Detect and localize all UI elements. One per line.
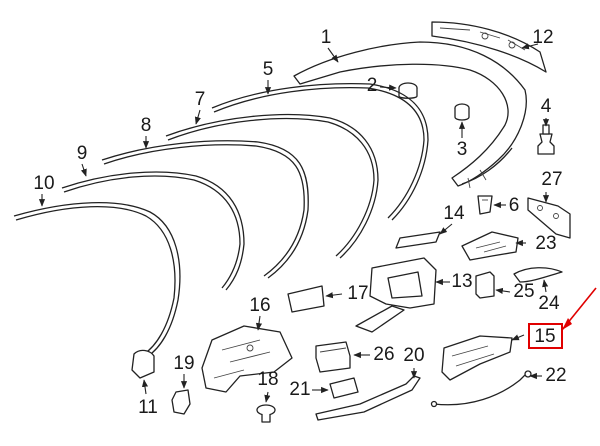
callout-26: 26 [373,344,394,365]
callout-23: 23 [535,233,556,254]
highlight-pointer [561,287,597,331]
part-17-cover [287,285,325,313]
callout-3: 3 [457,139,468,160]
seal-5 [211,83,429,221]
callout-6: 6 [509,195,520,216]
part-2-bumper [398,82,418,99]
part-19-latch [171,389,191,415]
callout-25: 25 [513,281,534,302]
callout-11: 11 [138,397,158,418]
part-1-roof-panel [293,41,527,189]
callout-8: 8 [141,115,152,136]
callout-2: 2 [367,75,378,96]
seal-8 [101,140,309,279]
callout-15-highlight-box [528,323,563,349]
callout-labels: 1 2 3 4 5 6 7 8 9 10 11 12 13 14 15 16 1… [33,27,566,418]
callout-7: 7 [195,89,206,110]
part-24-trim [513,267,563,283]
part-15-cover [441,335,513,381]
callout-17: 17 [347,283,368,304]
seal-7 [165,113,379,259]
part-27-bracket [527,197,571,239]
part-3-pad [454,103,470,121]
seal-9 [61,171,245,291]
part-20-rod [315,375,421,421]
callout-22: 22 [545,365,566,386]
callout-16: 16 [249,295,270,316]
part-14-pad [395,231,441,249]
callout-20: 20 [403,345,424,366]
part-25-block [475,271,495,299]
part-11-clip [131,349,155,379]
callout-19: 19 [173,353,194,374]
seal-10 [13,202,181,357]
callout-27: 27 [541,169,562,190]
callout-1: 1 [321,27,332,48]
part-26-block [315,341,351,373]
callout-5: 5 [263,59,274,80]
callout-21: 21 [289,379,310,400]
callout-13: 13 [451,271,472,292]
callout-9: 9 [77,143,88,164]
part-6-clip [477,195,493,215]
callout-15: 15 [534,326,555,347]
callout-24: 24 [538,293,560,314]
part-21-plate [329,377,359,399]
callout-14: 14 [443,203,465,224]
callout-4: 4 [541,96,552,117]
part-23-bracket [461,231,519,261]
callout-12: 12 [532,27,553,48]
part-4-fastener [537,124,555,155]
leader-lines [38,43,550,403]
callout-10: 10 [33,173,54,194]
part-18-pin [256,404,276,423]
part-13-frame [355,257,437,333]
callout-18: 18 [257,369,278,390]
